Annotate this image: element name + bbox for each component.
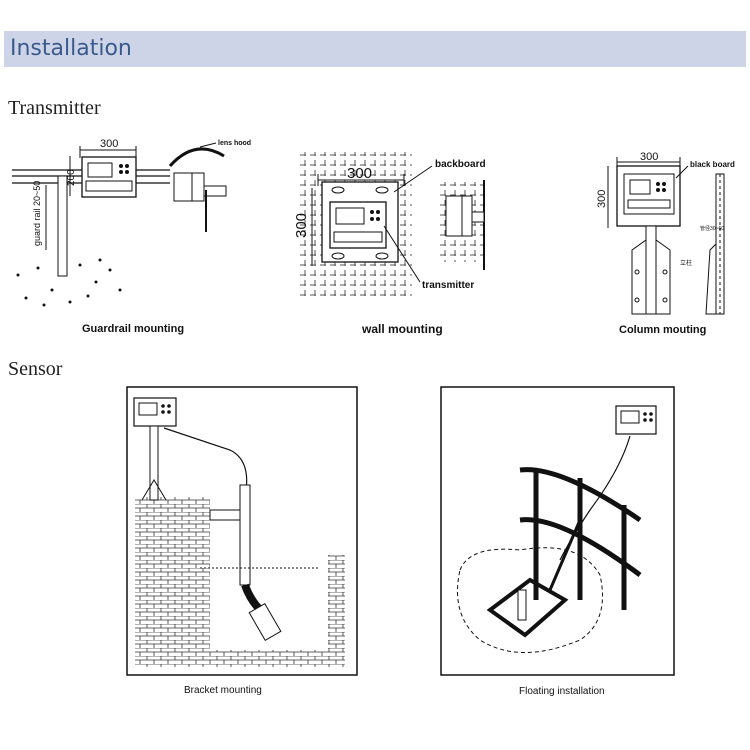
guardrail-dim-height: 200 — [66, 169, 77, 186]
backboard-label: backboard — [435, 159, 486, 170]
column-dim-height: 300 — [596, 190, 608, 208]
column-dim-width: 300 — [640, 151, 658, 163]
brick-wall — [135, 497, 210, 667]
page-title: Installation — [10, 36, 132, 61]
guard-rail-label: guard rail 20~50 — [32, 181, 42, 246]
lens-hood-icon — [168, 147, 225, 168]
section-title-sensor: Sensor — [8, 358, 63, 380]
wall-dim-height: 300 — [293, 213, 310, 238]
guardrail-caption: Guardrail mounting — [82, 323, 184, 335]
guardrail-width-dimension: 300 — [79, 138, 137, 158]
wall-dim-width: 300 — [347, 165, 372, 182]
floating-caption: Floating installation — [519, 686, 605, 697]
ground-dots — [16, 258, 122, 307]
bracket-sensor — [248, 602, 282, 642]
floating-frame — [440, 386, 675, 676]
header-bar: Installation — [4, 31, 746, 67]
floating-sensor — [517, 589, 527, 621]
column-small-label-2: 立柱 — [680, 259, 692, 267]
lens-hood-label: lens hood — [218, 140, 251, 147]
column-small-label-1: 管径30~60 — [700, 225, 724, 232]
wall-transmitter-label: transmitter — [422, 280, 474, 291]
guardrail-dim-width: 300 — [100, 138, 118, 150]
black-board-label: black board — [690, 160, 735, 169]
bracket-caption: Bracket mounting — [184, 685, 262, 696]
column-caption: Column mouting — [619, 324, 706, 336]
section-title-transmitter: Transmitter — [8, 97, 101, 119]
wall-caption: wall mounting — [361, 322, 443, 336]
